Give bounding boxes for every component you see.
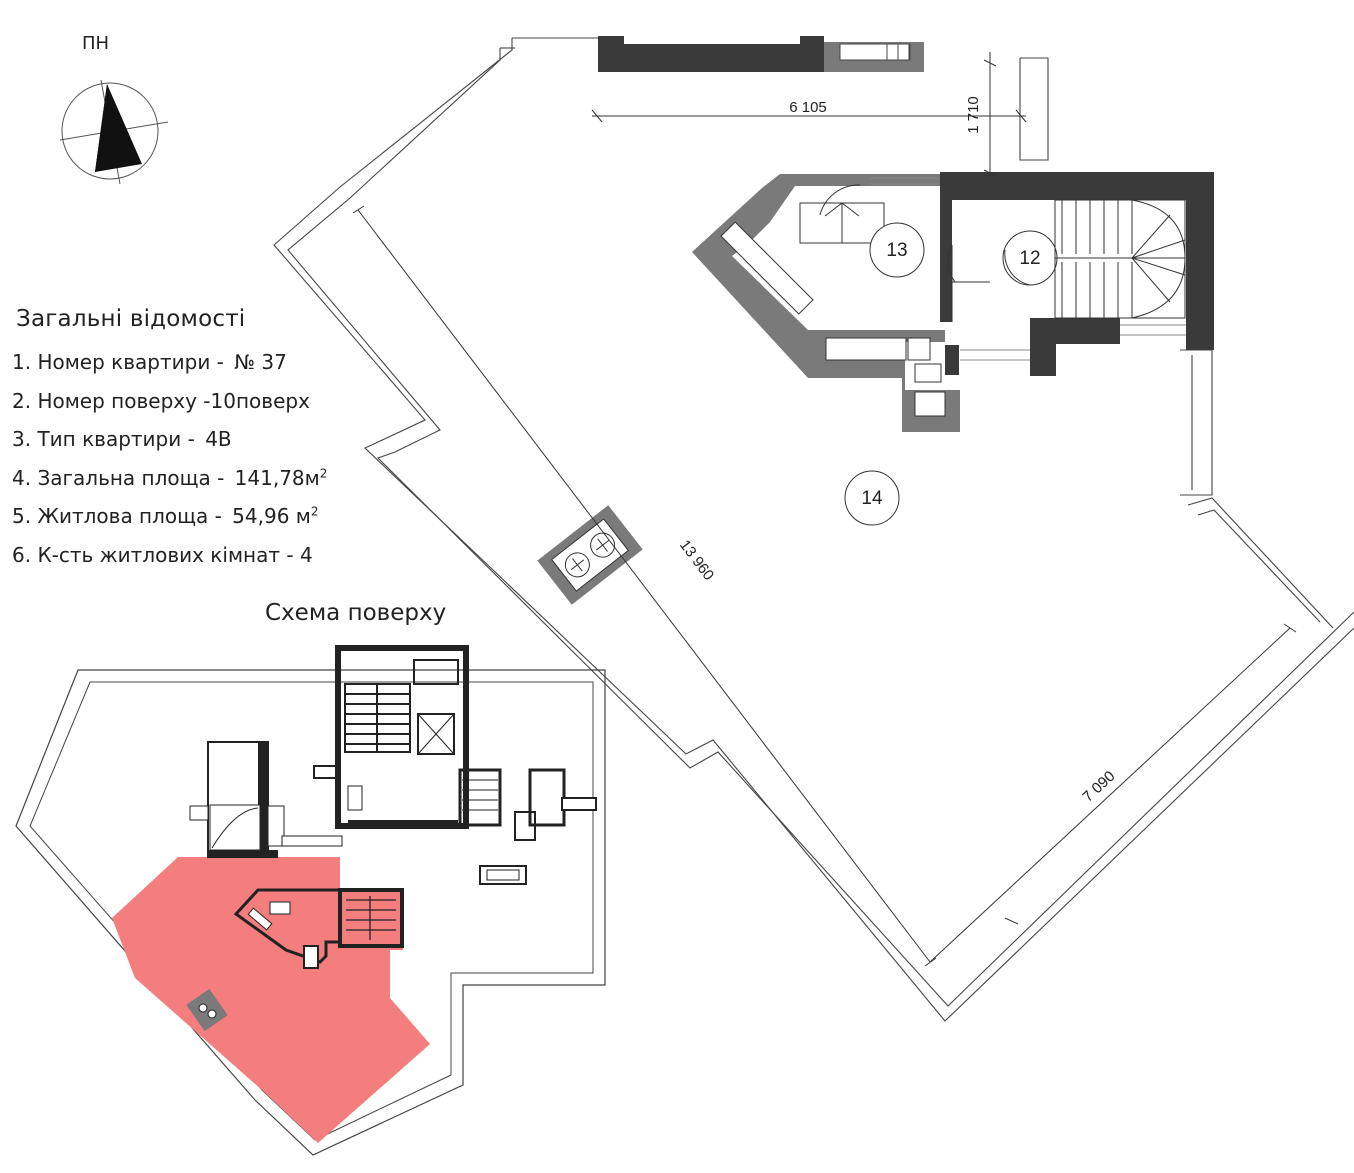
dimension-bottom: 7 090 (1079, 768, 1118, 806)
terrace-outline (273, 37, 1354, 1022)
info-item-apartment-type: 3. Тип квартири - 4В (12, 427, 232, 451)
room-12-label: 12 (1019, 248, 1040, 269)
info-item-total-area: 4. Загальна площа - 141,78м2 (12, 465, 328, 490)
apartment-walls (692, 172, 1214, 432)
dimension-lines (352, 52, 1297, 967)
scheme-title: Схема поверху (265, 600, 447, 626)
room-12-marker: 12 (1002, 230, 1058, 286)
vent-icon (537, 505, 643, 605)
compass-icon (59, 79, 169, 185)
room-13-marker: 13 (869, 222, 925, 278)
info-item-room-count: 6. К-сть житлових кімнат - 4 (12, 542, 313, 567)
room-13-label: 13 (886, 240, 907, 261)
room-14-label: 14 (861, 488, 883, 509)
dimension-vertical: 1 710 (965, 96, 982, 134)
info-item-floor-number: 2. Номер поверху -10поверх (12, 388, 310, 413)
info-list: 1. Номер квартири - № 37 2. Номер поверх… (12, 350, 392, 581)
apartment-highlight (112, 857, 430, 1143)
floor-scheme (15, 645, 606, 1156)
general-info: Загальні відомості 1. Номер квартири - №… (12, 306, 392, 581)
dimension-diagonal: 13 960 (676, 537, 717, 584)
info-item-apartment-number: 1. Номер квартири - № 37 (12, 350, 287, 374)
info-item-living-area: 5. Житлова площа - 54,96 м2 (12, 504, 319, 528)
top-balcony (598, 36, 924, 72)
dimension-top: 6 105 (789, 99, 827, 116)
room-14-marker: 14 (844, 470, 900, 526)
info-title: Загальні відомості (16, 306, 246, 332)
compass-north-label: ПН (82, 33, 110, 54)
